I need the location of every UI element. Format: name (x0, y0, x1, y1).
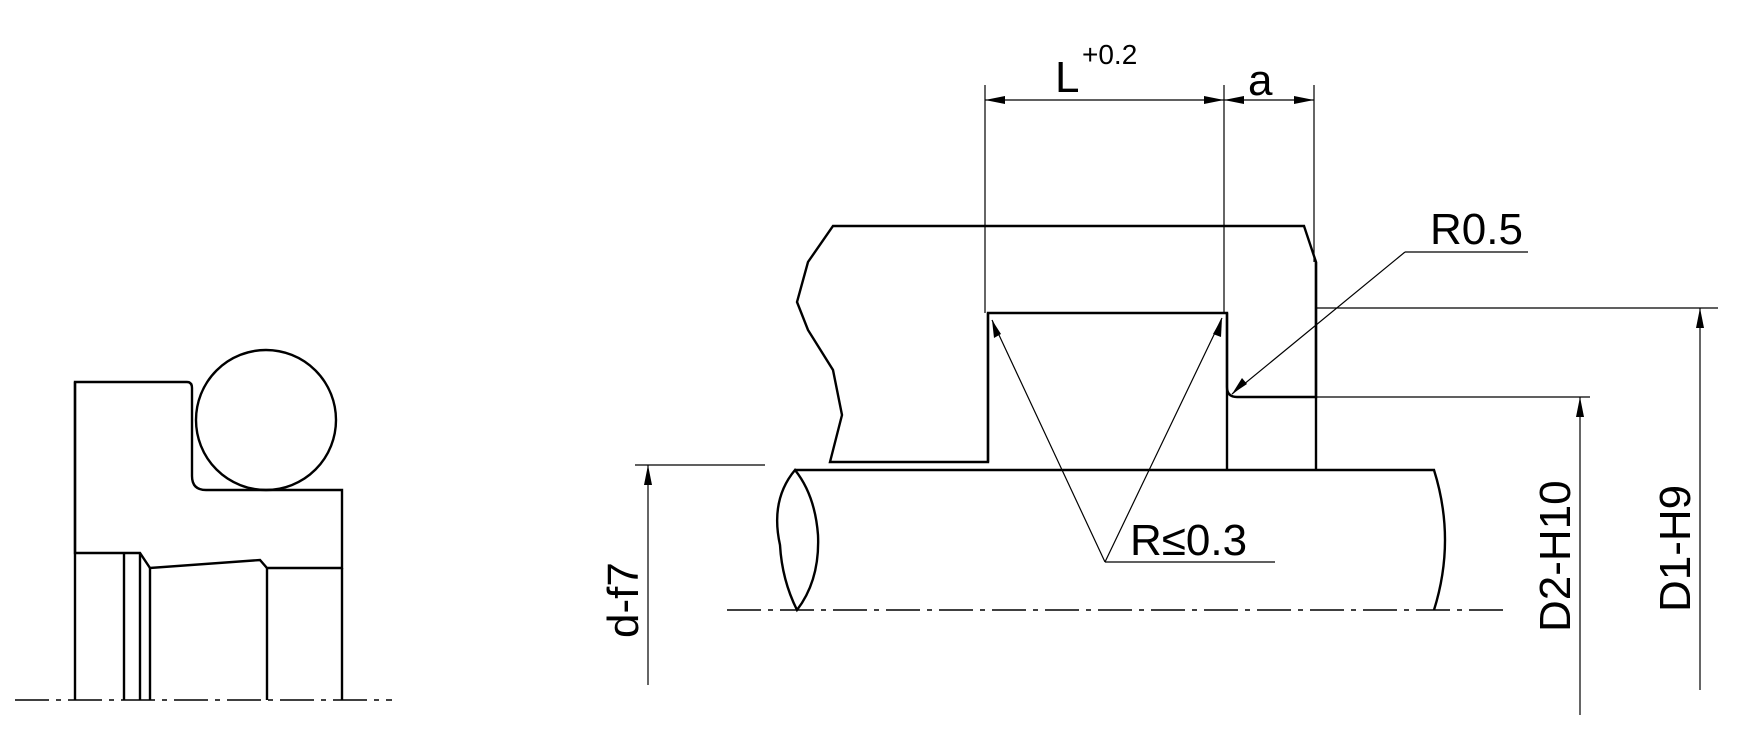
dim-length-tolerance: +0.2 (1082, 39, 1137, 70)
rod-outline (795, 468, 1447, 611)
rod-break-hatched (775, 468, 820, 613)
o-ring-crosshatched (194, 348, 338, 492)
radius-groove-label: R≤0.3 (1130, 516, 1247, 565)
dim-a-label: a (1248, 56, 1273, 105)
radius-groove-leader-right (1104, 317, 1223, 563)
radius-top-label: R0.5 (1430, 205, 1523, 254)
seal-section-view (15, 348, 392, 701)
dim-length-label: L (1055, 53, 1079, 102)
seal-body-hatched (73, 380, 344, 570)
radius-top-leader (1231, 251, 1406, 395)
radius-groove-leader-left (991, 319, 1106, 563)
dim-bore-d1-label: D1-H9 (1651, 485, 1700, 612)
housing-hatched (795, 224, 1318, 464)
groove-assembly-view: R≤0.3 R0.5 L +0.2 a d-f7 D2-H10 D1-H9 (599, 39, 1718, 715)
dim-rod-label: d-f7 (599, 562, 648, 638)
dim-bore-d2-label: D2-H10 (1531, 480, 1580, 632)
